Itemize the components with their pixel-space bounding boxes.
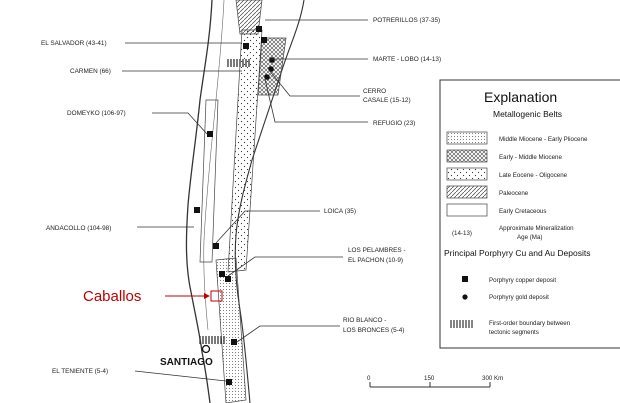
legend-swatch-cretaceous — [446, 203, 488, 217]
legend-belt-paleocene: Paleocene — [499, 190, 529, 197]
legend-age-text-line1: Approximate Mineralization — [499, 225, 574, 232]
label-cerro-casale-line2: CASALE (15-12) — [363, 97, 411, 104]
legend-title: Explanation — [484, 89, 557, 105]
legend-swatch-early-miocene — [446, 149, 488, 163]
belt-middle-miocene-south — [215, 257, 247, 403]
legend-copper-swatch — [462, 276, 468, 282]
label-rio-blanco-line2: LOS BRONCES (5-4) — [343, 327, 404, 334]
copper-deposits — [194, 26, 267, 385]
deposit-domeyko-marker — [207, 131, 213, 137]
tectonic-boundary-north — [227, 59, 250, 67]
tectonic-boundary-south — [199, 336, 225, 344]
label-el-teniente: EL TENIENTE (5-4) — [52, 368, 108, 375]
belt-paleocene-top — [235, 0, 263, 35]
label-potrerillos: POTRERILLOS (37-35) — [373, 17, 440, 24]
deposit-loica-marker — [213, 243, 219, 249]
caballos-label: Caballos — [83, 288, 141, 305]
scale-end: 300 Km — [482, 375, 503, 382]
scale-bar: 0 150 300 Km — [367, 375, 503, 388]
legend-gold-swatch — [462, 294, 468, 300]
caballos-arrowhead — [204, 293, 210, 299]
label-loica: LOICA (35) — [324, 208, 356, 215]
legend-belt-eocene: Late Eocene - Oligocene — [499, 172, 568, 179]
deposit-potrerillos-marker — [256, 26, 262, 32]
legend: Explanation Metallogenic Belts Middle Mi… — [439, 79, 620, 349]
label-refugio: REFUGIO (23) — [373, 120, 415, 127]
legend-belt-middle-miocene: Middle Miocene - Early Pliocene — [499, 136, 588, 143]
belt-late-eocene-oligocene — [227, 29, 263, 273]
belt-early-cretaceous-domeyko — [199, 99, 219, 263]
santiago-label: SANTIAGO — [160, 357, 213, 368]
santiago-marker — [201, 344, 211, 354]
legend-belt-cretaceous: Early Cretaceous — [499, 208, 546, 215]
deposit-andacollo-marker — [194, 207, 200, 213]
inner-outline — [203, 0, 225, 331]
legend-age-sample: (14-13) — [452, 230, 472, 237]
leader-lines — [122, 19, 368, 382]
legend-swatch-paleocene — [446, 185, 488, 199]
deposit-cerro-casale-marker — [268, 66, 274, 72]
deposit-lobo-marker — [269, 57, 275, 63]
deposit-rio-blanco-marker — [231, 339, 237, 345]
deposit-el-teniente-marker — [226, 379, 232, 385]
legend-swatch-middle-miocene — [446, 131, 488, 145]
legend-deposits-title: Principal Porphyry Cu and Au Deposits — [444, 248, 590, 258]
deposit-el-salvador-marker — [243, 43, 249, 49]
legend-belts-title: Metallogenic Belts — [493, 109, 562, 119]
scale-mid: 150 — [424, 375, 435, 382]
label-carmen: CARMEN (66) — [70, 68, 111, 75]
label-rio-blanco-line1: RIO BLANCO - — [343, 317, 386, 324]
deposit-marte-marker — [261, 37, 267, 43]
legend-age-text-line2: Age (Ma) — [517, 234, 542, 241]
legend-boundary-line1: First-order boundary between — [489, 320, 571, 327]
label-marte-lobo: MARTE - LOBO (14-13) — [373, 56, 441, 63]
label-domeyko: DOMEYKO (106-97) — [67, 110, 126, 117]
deposit-refugio-marker — [264, 74, 270, 80]
legend-swatch-eocene — [446, 167, 488, 181]
caballos-marker — [210, 290, 223, 302]
coastline — [185, 0, 213, 403]
legend-boundary-line2: tectonic segments — [489, 329, 539, 336]
deposit-pelambres-marker — [219, 271, 225, 277]
label-andacollo: ANDACOLLO (104-98) — [46, 225, 111, 232]
legend-gold-label: Porphyry gold deposit — [489, 294, 549, 301]
label-el-salvador: EL SALVADOR (43-41) — [41, 40, 107, 47]
label-cerro-casale-line1: CERRO — [363, 88, 386, 95]
label-los-pelambres-line2: EL PACHON (10-9) — [348, 257, 403, 264]
label-los-pelambres-line1: LOS PELAMBRES - — [348, 247, 406, 254]
legend-copper-label: Porphyry copper deposit — [489, 277, 556, 284]
scale-zero: 0 — [367, 375, 371, 382]
legend-belt-early-miocene: Early - Middle Miocene — [499, 154, 562, 161]
legend-boundary-swatch — [450, 320, 473, 328]
deposit-pachon-marker — [225, 276, 231, 282]
